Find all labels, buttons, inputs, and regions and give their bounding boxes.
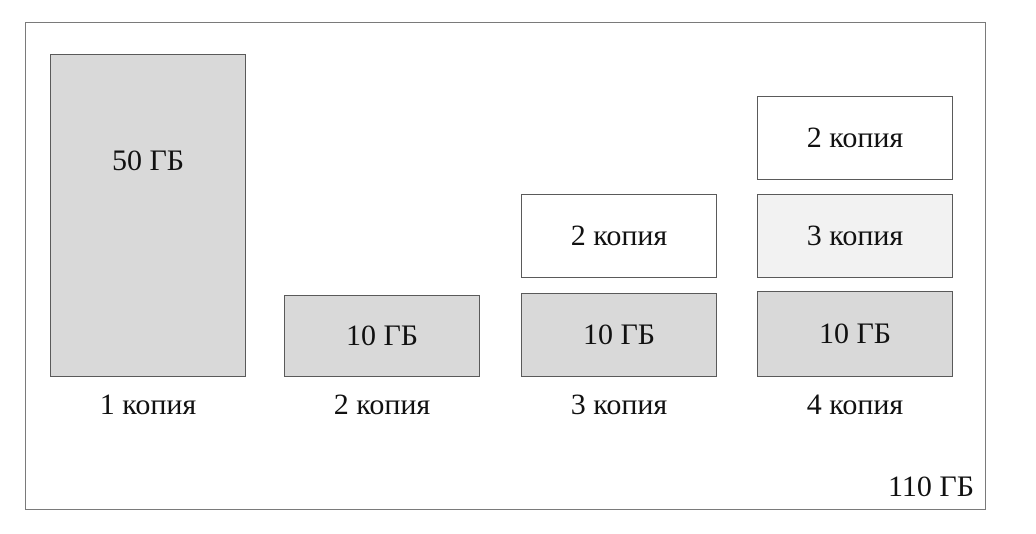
- col4-block-10gb-label: 10 ГБ: [818, 317, 892, 350]
- col3-block-10gb-label: 10 ГБ: [582, 318, 656, 351]
- col1-block-50gb: 50 ГБ: [50, 54, 246, 377]
- total-size-label: 110 ГБ: [888, 470, 974, 503]
- col3-block-copy2-label: 2 копия: [570, 219, 668, 252]
- col1-label: 1 копия: [99, 388, 197, 421]
- col4-block-10gb: 10 ГБ: [757, 291, 953, 377]
- col3-label: 3 копия: [570, 388, 668, 421]
- col2-block-10gb-label: 10 ГБ: [345, 319, 419, 352]
- col3-block-10gb: 10 ГБ: [521, 293, 717, 377]
- col3-block-copy2: 2 копия: [521, 194, 717, 278]
- col4-block-copy2: 2 копия: [757, 96, 953, 180]
- col4-block-copy2-label: 2 копия: [806, 121, 904, 154]
- col2-block-10gb: 10 ГБ: [284, 295, 480, 377]
- col2-label: 2 копия: [333, 388, 431, 421]
- diagram-frame: [25, 22, 986, 510]
- col4-block-copy3: 3 копия: [757, 194, 953, 278]
- col1-block-50gb-label: 50 ГБ: [111, 143, 185, 177]
- col4-label: 4 копия: [806, 388, 904, 421]
- col4-block-copy3-label: 3 копия: [806, 219, 904, 252]
